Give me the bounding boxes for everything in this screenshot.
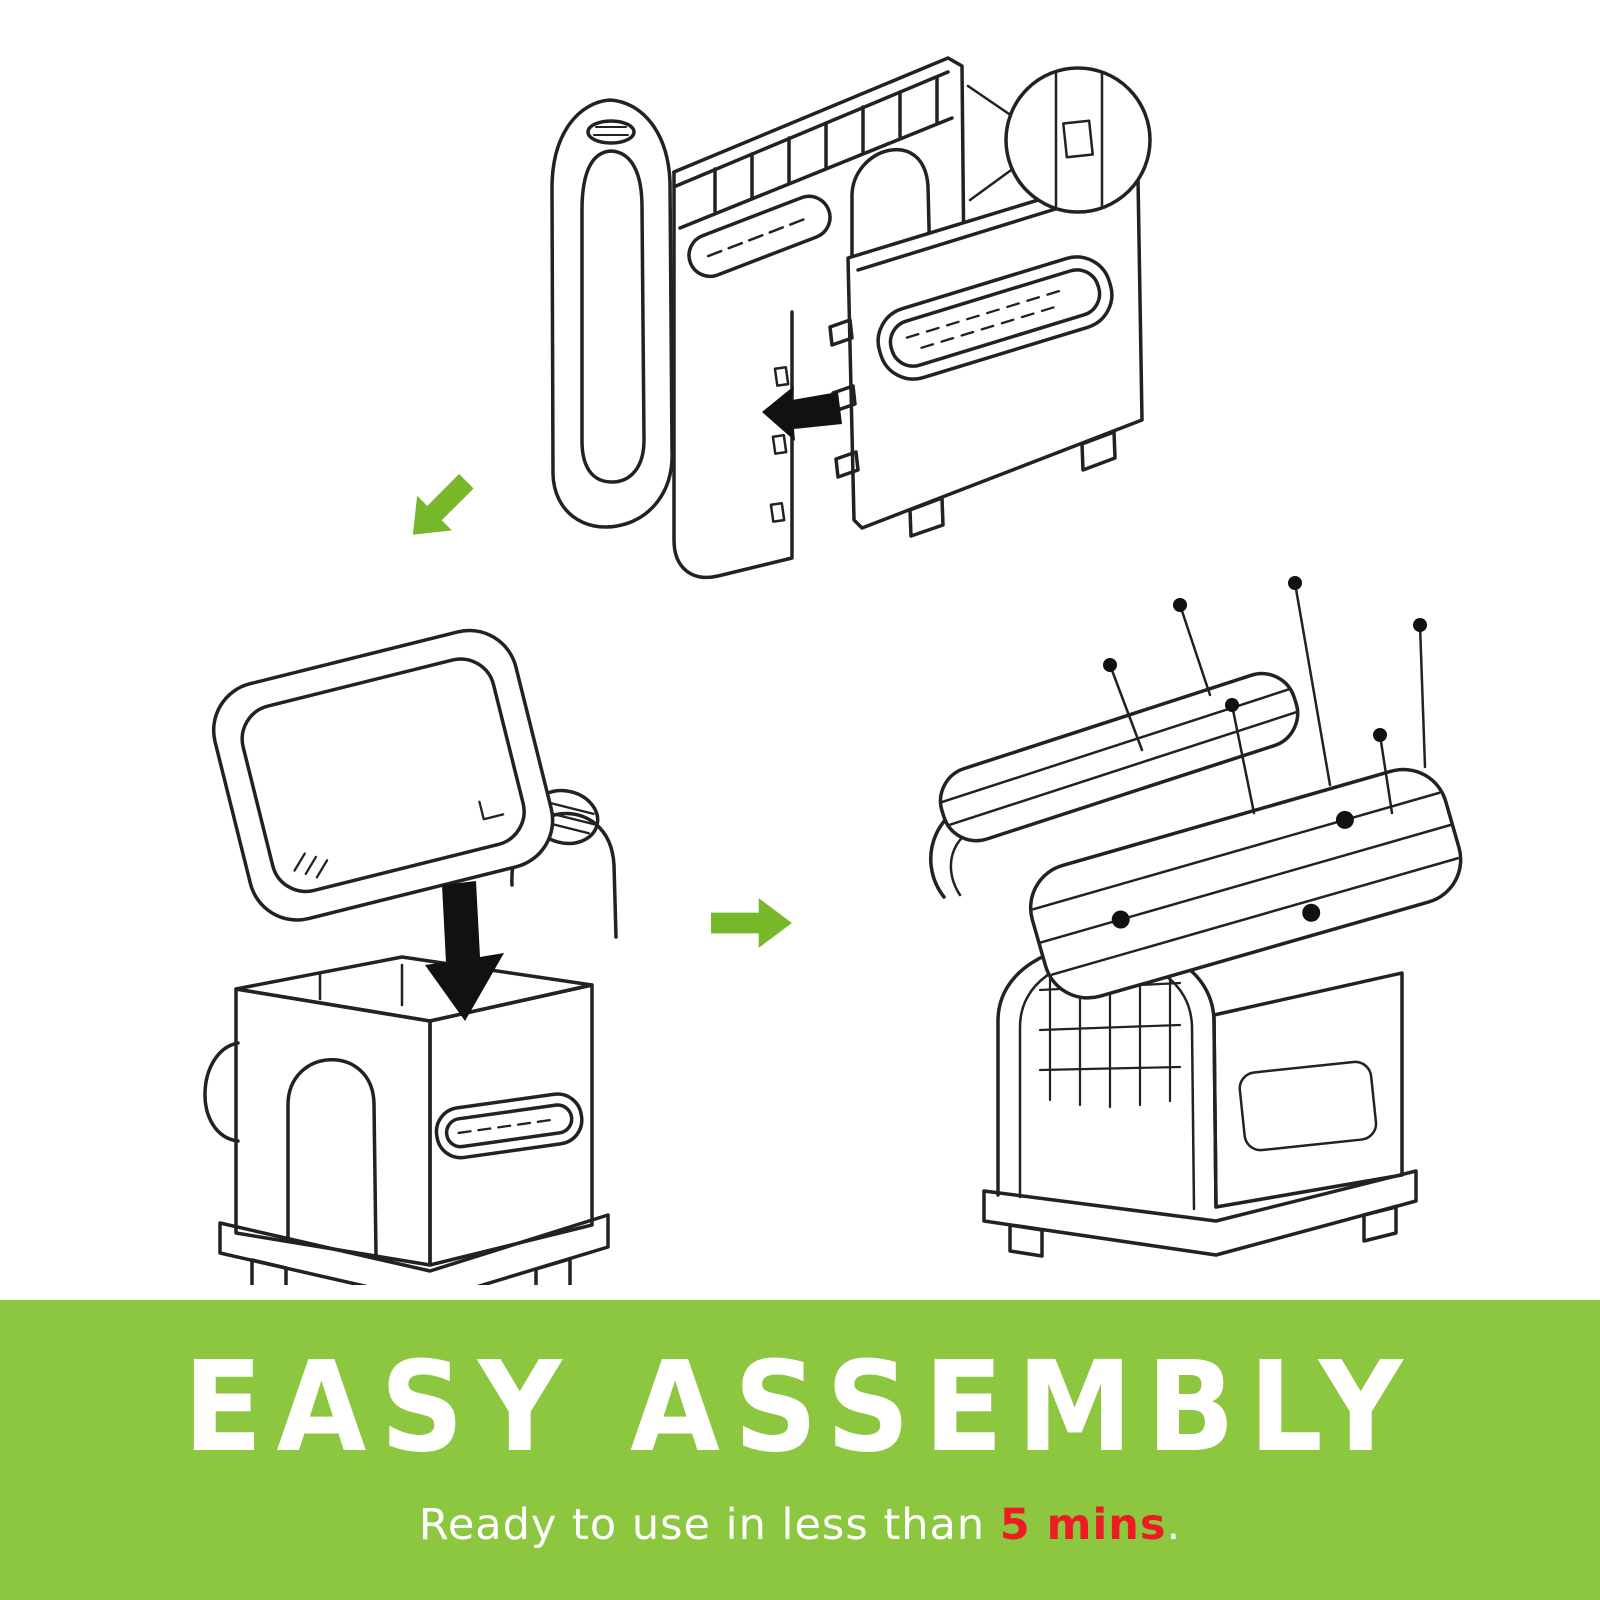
- banner-title: EASY ASSEMBLY: [183, 1334, 1417, 1481]
- magnifier-detail-icon: [966, 66, 1152, 214]
- arrow-down-left-icon: [395, 462, 487, 554]
- subtitle-highlight: 5 mins: [999, 1500, 1167, 1550]
- step-3-illustration: [880, 545, 1500, 1285]
- step-2-line-art: [203, 628, 618, 1285]
- step-1-line-art: [550, 56, 1152, 580]
- arrow-right-icon: [705, 895, 800, 951]
- subtitle-text: Ready to use in less than: [418, 1500, 1000, 1550]
- banner-subtitle: Ready to use in less than 5 mins.: [419, 1500, 1181, 1550]
- easy-assembly-banner: EASY ASSEMBLY Ready to use in less than …: [0, 1300, 1600, 1600]
- step-1-illustration: [480, 20, 1180, 580]
- step-2-illustration: [140, 585, 680, 1285]
- step-3-line-art: [929, 576, 1463, 1258]
- insert-arrow-down-icon: [425, 881, 504, 1021]
- subtitle-period: .: [1166, 1500, 1182, 1550]
- insert-arrow-left-icon: [762, 386, 842, 441]
- roof-screws-icon: [1103, 576, 1427, 815]
